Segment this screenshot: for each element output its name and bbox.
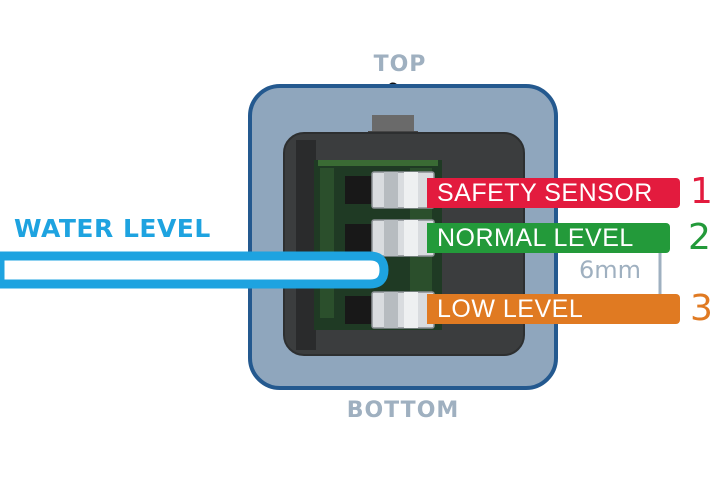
water-level-label: WATER LEVEL — [14, 214, 211, 243]
normal-level-label: NORMAL LEVEL — [427, 223, 670, 253]
low-level-label: LOW LEVEL — [427, 294, 680, 324]
sensor-chip-normal — [345, 219, 435, 257]
distance-label: 6mm — [579, 256, 642, 284]
sensor-chip-safety — [345, 171, 435, 209]
top-label: TOP — [373, 52, 427, 77]
safety-sensor-label: SAFETY SENSOR — [427, 178, 680, 208]
sensor-number-1: 1 — [690, 171, 713, 212]
sensor-chip-low — [345, 291, 435, 329]
sensor-number-3: 3 — [690, 288, 713, 329]
bottom-label: BOTTOM — [346, 398, 460, 423]
sensor-number-2: 2 — [688, 217, 711, 258]
cable-connector — [372, 115, 414, 135]
water-level-line — [0, 251, 389, 289]
